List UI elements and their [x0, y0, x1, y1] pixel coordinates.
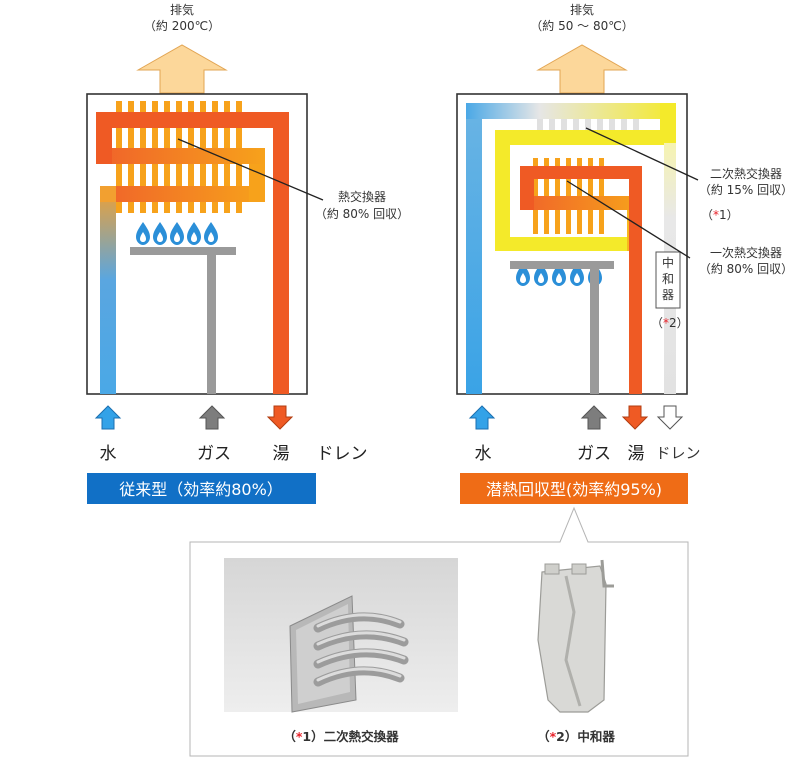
- conventional-banner-label: 従来型（効率約80%）: [119, 480, 283, 499]
- primary-exchanger-name: 一次熱交換器: [710, 245, 782, 260]
- parts-detail-panel: （*1）二次熱交換器 （*2）中和器: [189, 506, 689, 757]
- conventional-banner: [87, 473, 316, 504]
- conventional-unit: 排気 （約 200℃）: [86, 2, 409, 504]
- drain-label: ドレン: [317, 444, 368, 464]
- exchanger-leader-line: [177, 138, 324, 201]
- neutralizer-note: （*2）: [651, 316, 689, 330]
- water-label-right: 水: [475, 444, 492, 464]
- condensing-banner: [460, 473, 688, 504]
- secondary-exchanger-fins: [537, 103, 639, 145]
- neutralizer-caption: （*2）中和器: [537, 729, 615, 744]
- condensing-banner-label: 潜熱回収型(効率約95%): [486, 480, 662, 499]
- exhaust-title: 排気: [170, 2, 194, 17]
- primary-exchanger-pipes: [520, 166, 642, 394]
- primary-exchanger-recovery: （約 80% 回収）: [699, 261, 793, 276]
- gas-label: ガス: [197, 444, 231, 464]
- exchanger-recovery: （約 80% 回収）: [315, 206, 409, 221]
- exchanger-name: 熱交換器: [338, 189, 386, 204]
- gas-pipe: [207, 250, 216, 394]
- hot-water-outlet-arrow-right: [622, 405, 648, 430]
- neutralizer-char-1: 中: [662, 255, 674, 270]
- hot-water-outlet-arrow: [267, 405, 293, 430]
- water-inlet-arrow-right: [469, 405, 495, 430]
- secondary-leader-line: [585, 127, 699, 181]
- secondary-exchanger-pipes: [466, 103, 676, 394]
- condensing-unit: 排気 （約 50 〜 80℃）: [456, 2, 793, 504]
- secondary-exchanger-note: （*1）: [701, 208, 739, 222]
- neutralizer-photo: [537, 559, 614, 713]
- water-inlet-arrow: [95, 405, 121, 430]
- secondary-exchanger-caption: （*1）二次熱交換器: [283, 729, 399, 744]
- primary-leader-line: [566, 180, 691, 259]
- hot-water-label: 湯: [273, 444, 290, 464]
- neutralizer-box: [655, 251, 681, 309]
- neutralizer-char-3: 器: [662, 288, 674, 302]
- exhaust-temperature-right: （約 50 〜 80℃）: [530, 18, 633, 33]
- burner-bar-right: [510, 261, 614, 269]
- water-label: 水: [100, 444, 117, 464]
- neutralizer-char-2: 和: [662, 272, 674, 286]
- secondary-exchanger-photo: [224, 558, 458, 713]
- gas-pipe-right: [590, 265, 599, 394]
- heat-exchanger-pipes: [96, 112, 289, 394]
- hot-water-label-right: 湯: [628, 444, 645, 464]
- burner-bar: [130, 247, 236, 255]
- gas-label-right: ガス: [577, 444, 611, 464]
- secondary-exchanger-recovery: （約 15% 回収）: [699, 182, 793, 197]
- drain-label-right: ドレン: [655, 444, 700, 462]
- exhaust-arrow-right: [536, 44, 628, 94]
- gas-inlet-arrow: [199, 405, 225, 430]
- gas-inlet-arrow-right: [581, 405, 607, 430]
- exhaust-arrow: [136, 44, 228, 94]
- exhaust-title-right: 排気: [570, 2, 594, 17]
- secondary-exchanger-name: 二次熱交換器: [710, 166, 782, 181]
- drain-outlet-arrow: [657, 405, 683, 430]
- exhaust-temperature: （約 200℃）: [144, 18, 220, 33]
